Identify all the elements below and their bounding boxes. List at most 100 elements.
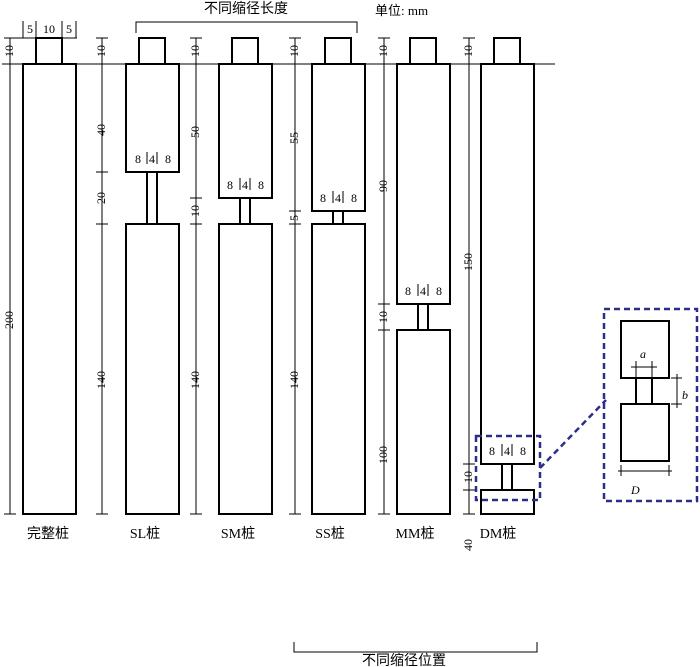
pile-lower-body [125, 223, 180, 515]
pile-SL: 10 40 20 140 8 4 8 SL桩 [94, 37, 180, 542]
dim-upper: 90 [376, 180, 390, 192]
dim-neck: 20 [94, 192, 108, 204]
neck-width-ticks [417, 284, 429, 296]
neck-width-ticks [332, 191, 344, 203]
dim-lower: 140 [94, 371, 108, 389]
pile-SS: 10 55 5 140 8 4 8 SS桩 [287, 37, 366, 542]
dim-head: 10 [461, 45, 475, 57]
detail-inset-frame [602, 307, 699, 503]
neck-dim-middle: 4 [504, 444, 510, 458]
vertical-dimension-line [463, 37, 475, 515]
neck-dim-right: 8 [258, 178, 264, 192]
neck-width-ticks [501, 444, 513, 456]
neck-dim-middle: 4 [335, 191, 341, 205]
vertical-dimension-line [190, 37, 202, 515]
neck-dim-middle: 4 [420, 284, 426, 298]
pile-label: SL桩 [130, 525, 160, 542]
pile-DM: 10 150 10 40 8 4 8 DM桩 [461, 37, 542, 551]
neck-dim-right: 8 [436, 284, 442, 298]
dim-head: 10 [287, 45, 301, 57]
neck-dim-left: 8 [489, 444, 495, 458]
dim-head: 10 [376, 45, 390, 57]
detail-b-label: b [682, 388, 688, 402]
pile-intact: 5 10 5 10 200 完整桩 [2, 21, 77, 542]
head-dim-right: 5 [66, 22, 72, 36]
neck-dim-right: 8 [520, 444, 526, 458]
dim-head-height: 10 [2, 45, 16, 57]
dim-head: 10 [188, 45, 202, 57]
neck-dim-right: 8 [165, 152, 171, 166]
vertical-dimension-line [4, 37, 16, 515]
pile-neck [239, 197, 251, 225]
pile-neck [501, 463, 513, 491]
dim-lower: 40 [461, 539, 475, 551]
neck-dim-right: 8 [351, 191, 357, 205]
pile-SM: 10 50 10 140 8 4 8 SM桩 [188, 37, 273, 542]
detail-upper-block [620, 320, 670, 379]
detail-a-label: a [640, 347, 646, 361]
pile-label: SS桩 [315, 525, 345, 542]
pile-lower-body [311, 223, 366, 515]
dim-upper: 55 [287, 132, 301, 144]
head-dim-middle: 10 [43, 22, 55, 36]
pile-label: MM桩 [396, 525, 435, 542]
pile-upper-body [125, 63, 180, 173]
detail-diameter-dimension [618, 465, 672, 476]
detail-lower-block [620, 403, 670, 462]
pile-MM: 10 90 10 100 8 4 8 MM桩 [376, 37, 451, 542]
pile-neck [332, 210, 344, 225]
dim-upper: 150 [461, 253, 475, 271]
pile-upper-body [218, 63, 273, 199]
dim-lower: 140 [287, 371, 301, 389]
top-group-bracket [135, 21, 358, 33]
dim-body-height: 200 [2, 311, 16, 329]
pile-label: 完整桩 [27, 525, 69, 542]
pile-head [138, 37, 166, 65]
detail-neck-width-dimension [631, 361, 657, 378]
pile-lower-body [480, 489, 535, 515]
pile-lower-body [396, 329, 451, 515]
neck-width-ticks [146, 152, 158, 164]
dim-neck: 5 [287, 215, 301, 221]
pile-head [493, 37, 521, 65]
neck-dim-left: 8 [227, 178, 233, 192]
dim-upper: 50 [188, 126, 202, 138]
neck-dim-left: 8 [320, 191, 326, 205]
neck-dim-middle: 4 [149, 152, 155, 166]
top-group-label: 不同缩径长度 [204, 1, 288, 17]
neck-dim-left: 8 [135, 152, 141, 166]
bottom-group-bracket [293, 642, 538, 653]
neck-width-ticks [239, 178, 251, 190]
unit-label: 单位: mm [375, 3, 428, 18]
detail-inset: a b D [602, 307, 699, 503]
detail-connector-line [539, 399, 607, 469]
pile-upper-body [396, 63, 451, 305]
neck-dim-middle: 4 [242, 178, 248, 192]
dim-lower: 140 [188, 371, 202, 389]
pile-upper-body [311, 63, 366, 212]
pile-head [231, 37, 259, 65]
vertical-dimension-line [378, 37, 390, 515]
detail-neck-height-dimension [671, 374, 682, 408]
pile-head [324, 37, 352, 65]
pile-lower-body [218, 223, 273, 515]
dim-lower: 100 [376, 446, 390, 464]
pile-label: DM桩 [480, 525, 517, 542]
dim-upper: 40 [94, 124, 108, 136]
dim-neck: 10 [188, 205, 202, 217]
pile-label: SM桩 [221, 525, 255, 542]
dim-neck: 10 [461, 471, 475, 483]
dim-head: 10 [94, 45, 108, 57]
pile-head [409, 37, 437, 65]
pile-upper-body [480, 63, 535, 465]
pile-body [22, 63, 77, 515]
dim-neck: 10 [376, 311, 390, 323]
bottom-group-label: 不同缩径位置 [362, 653, 446, 667]
neck-dim-left: 8 [405, 284, 411, 298]
detail-neck [635, 377, 653, 405]
pile-head [35, 37, 63, 65]
pile-neck [146, 171, 158, 225]
head-dim-left: 5 [27, 22, 33, 36]
pile-neck [417, 303, 429, 331]
